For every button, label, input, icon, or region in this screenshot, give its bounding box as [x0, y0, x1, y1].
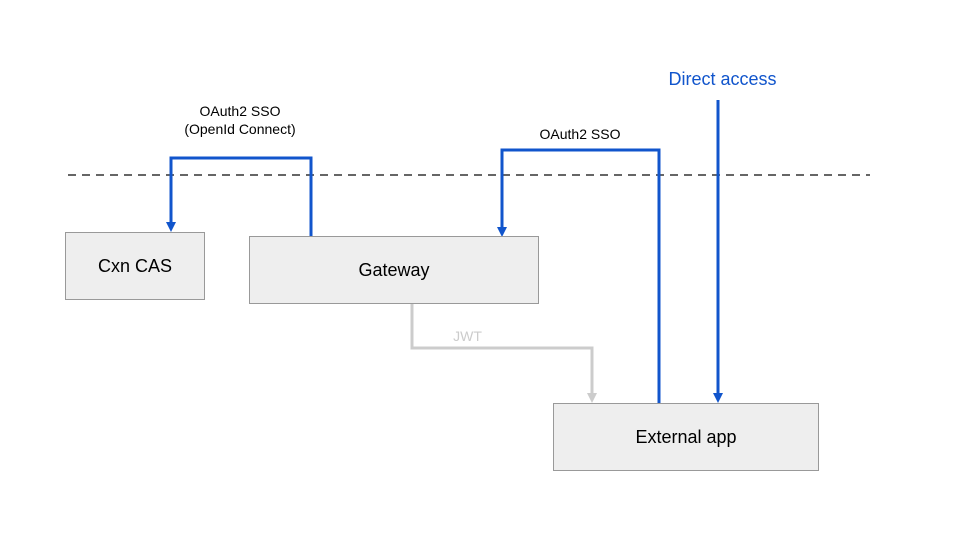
oauth-sso-label: OAuth2 SSO: [539, 126, 621, 142]
oauth-oidc-label-line2: (OpenId Connect): [184, 121, 296, 137]
oauth-oidc-connector: [166, 156, 313, 236]
gateway-label: Gateway: [358, 259, 430, 280]
oauth-oidc-label-line1: OAuth2 SSO: [199, 103, 281, 119]
external-app-node: External app: [553, 403, 819, 471]
gateway-node: Gateway: [249, 236, 539, 304]
oauth-oidc-label: OAuth2 SSO (OpenId Connect): [160, 102, 320, 138]
direct-access-label: Direct access: [668, 69, 777, 89]
jwt-connector: [410, 304, 597, 403]
external-app-label: External app: [635, 426, 737, 447]
cxn-cas-label: Cxn CAS: [97, 255, 173, 276]
oauth-sso-connector: [497, 148, 661, 403]
cxn-cas-node: Cxn CAS: [65, 232, 205, 300]
jwt-label: JWT: [453, 328, 482, 344]
